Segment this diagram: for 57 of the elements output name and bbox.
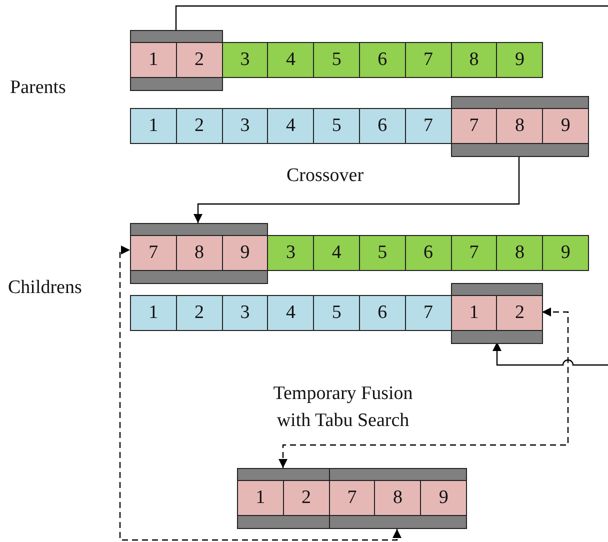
gene-cell: 3	[267, 235, 314, 271]
gene-cell: 4	[267, 42, 314, 78]
row-label: Childrens	[8, 276, 82, 300]
gene-cell: 3	[222, 108, 268, 144]
arrow	[119, 246, 402, 541]
gene-cell: 2	[176, 42, 223, 78]
gene-cell: 1	[130, 108, 177, 144]
gene-cell: 3	[222, 295, 268, 331]
gene-cell: 6	[359, 42, 406, 78]
arrow	[278, 308, 569, 468]
gene-cell: 4	[313, 235, 360, 271]
gene-cell: 2	[496, 295, 544, 331]
gene-cell: 9	[496, 42, 544, 78]
gene-cell: 2	[282, 480, 330, 516]
arrow	[194, 157, 520, 223]
gene-cell: 4	[267, 108, 314, 144]
gene-cell: 2	[176, 108, 223, 144]
step-label: Temporary Fusion with Tabu Search	[272, 382, 414, 433]
arrow	[175, 5, 608, 366]
gene-cell: 8	[496, 108, 544, 144]
step-label: Crossover	[285, 164, 365, 188]
gene-cell: 8	[176, 235, 223, 271]
gene-cell: 5	[313, 42, 360, 78]
gene-cell: 5	[313, 108, 360, 144]
gene-cell: 4	[267, 295, 314, 331]
row-label: Parents	[10, 76, 66, 100]
gene-cell: 9	[542, 108, 589, 144]
segment-frame	[130, 30, 223, 91]
gene-cell: 2	[176, 295, 223, 331]
gene-cell: 7	[404, 295, 452, 331]
segment-frame	[130, 223, 268, 284]
gene-cell: 7	[404, 108, 452, 144]
segment-frame	[450, 96, 589, 157]
gene-cell: 7	[328, 480, 376, 516]
segment-frame	[237, 468, 330, 529]
gene-cell: 3	[222, 42, 268, 78]
gene-cell: 1	[237, 480, 284, 516]
gene-cell: 5	[313, 295, 360, 331]
gene-cell: 6	[404, 235, 452, 271]
gene-cell: 8	[496, 235, 544, 271]
segment-frame	[328, 468, 467, 529]
gene-cell: 7	[450, 108, 498, 144]
gene-cell: 6	[359, 295, 406, 331]
gene-cell: 8	[374, 480, 422, 516]
gene-cell: 1	[130, 295, 177, 331]
gene-cell: 7	[404, 42, 452, 78]
gene-cell: 9	[420, 480, 467, 516]
gene-cell: 8	[450, 42, 498, 78]
gene-cell: 7	[450, 235, 498, 271]
gene-cell: 1	[450, 295, 498, 331]
gene-cell: 9	[542, 235, 589, 271]
gene-cell: 5	[359, 235, 406, 271]
segment-frame	[450, 283, 544, 344]
gene-cell: 7	[130, 235, 177, 271]
gene-cell: 9	[222, 235, 268, 271]
gene-cell: 1	[130, 42, 177, 78]
gene-cell: 6	[359, 108, 406, 144]
